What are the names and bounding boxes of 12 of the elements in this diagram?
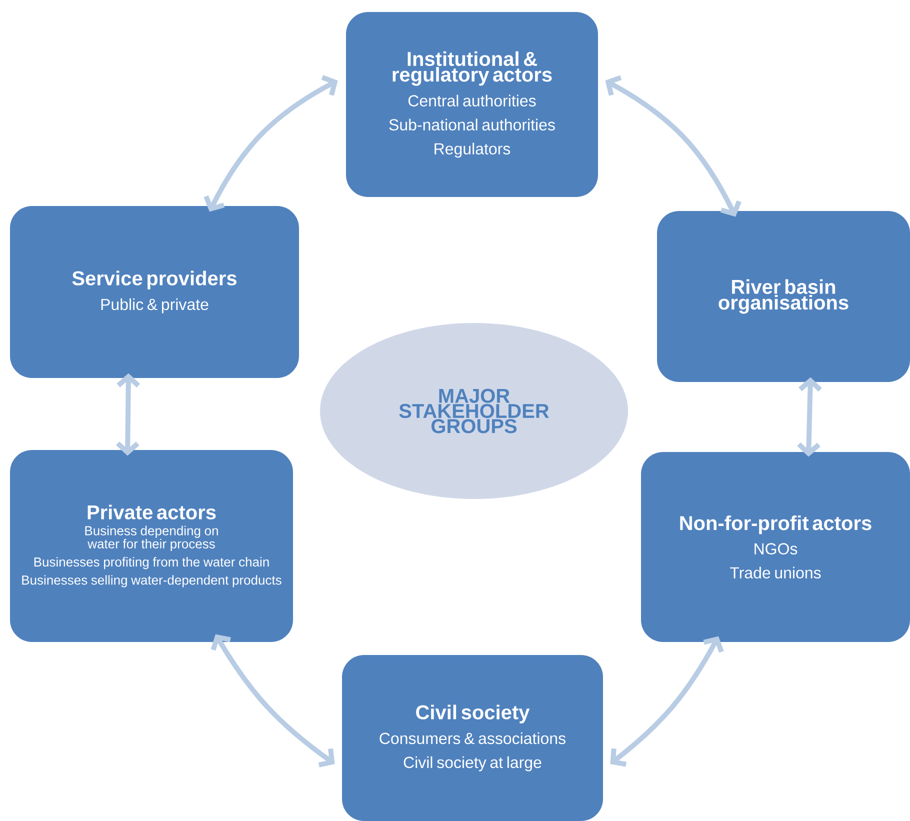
- stakeholder-box: Non-for-profit actors NGOs Trade unions: [641, 452, 910, 642]
- double-arrow: [797, 377, 822, 457]
- double-arrow: [204, 75, 338, 212]
- stakeholder-box: Private actors Business depending on water for their process Businesses profiting from the water chain Businesses selling water-dependent products: [10, 450, 293, 642]
- stakeholder-box: Service providers Public & private: [10, 206, 299, 378]
- stakeholder-box: Institutional & regulatory actors Central authorities Sub-national authorities Regulators: [346, 12, 598, 197]
- double-arrow: [610, 636, 724, 767]
- double-arrow: [605, 75, 742, 217]
- stakeholder-box: River basin organisations: [657, 211, 910, 382]
- stakeholder-box: Civil society Consumers & associations Civil society at large: [342, 655, 603, 821]
- double-arrow: [210, 634, 335, 768]
- double-arrow: [116, 373, 140, 456]
